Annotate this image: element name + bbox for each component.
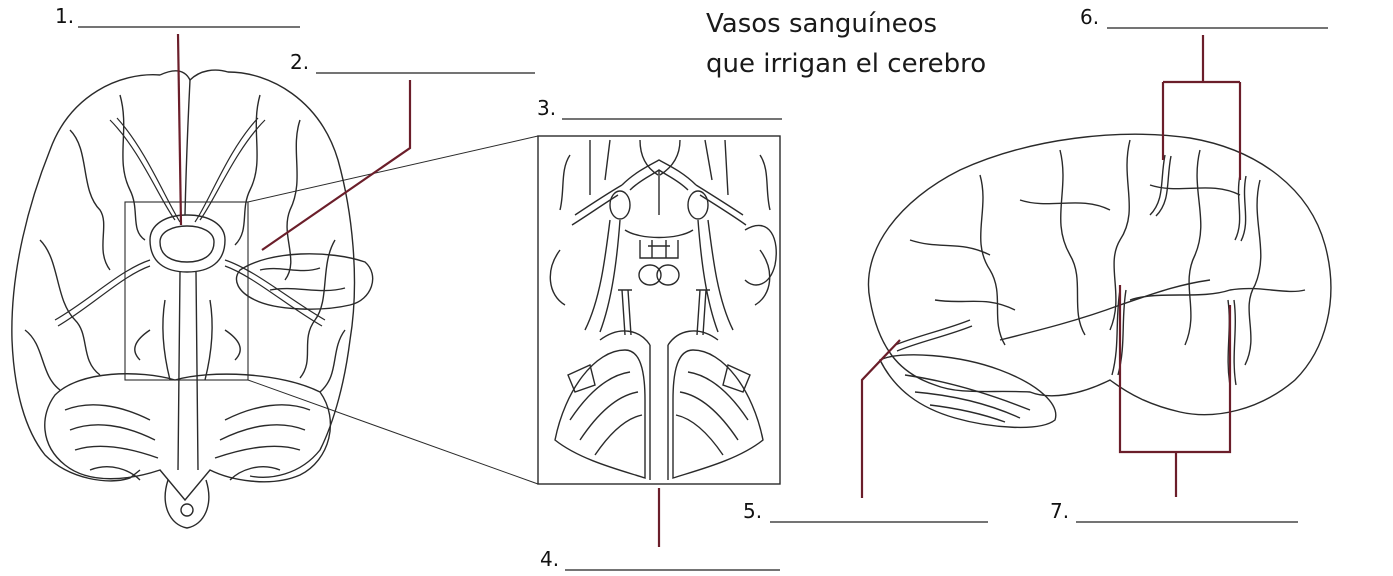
brain-lateral-view bbox=[868, 134, 1330, 427]
label-5: 5. bbox=[743, 499, 762, 523]
title-line-2: que irrigan el cerebro bbox=[706, 44, 986, 84]
zoom-connector-lines bbox=[248, 136, 538, 484]
circle-of-willis-detail bbox=[538, 136, 780, 484]
leader-line-2 bbox=[262, 80, 410, 250]
brain-inferior-view bbox=[12, 70, 373, 528]
label-4: 4. bbox=[540, 547, 559, 571]
title-line-1: Vasos sanguíneos bbox=[706, 4, 986, 44]
diagram-title: Vasos sanguíneos que irrigan el cerebro bbox=[706, 4, 986, 84]
leader-line-1 bbox=[178, 34, 181, 225]
label-7: 7. bbox=[1050, 499, 1069, 523]
label-1: 1. bbox=[55, 4, 74, 28]
label-3: 3. bbox=[537, 96, 556, 120]
leader-line-5 bbox=[862, 340, 900, 498]
leader-line-6 bbox=[1163, 35, 1240, 180]
leader-line-7 bbox=[1120, 285, 1230, 497]
label-6: 6. bbox=[1080, 5, 1099, 29]
label-2: 2. bbox=[290, 50, 309, 74]
